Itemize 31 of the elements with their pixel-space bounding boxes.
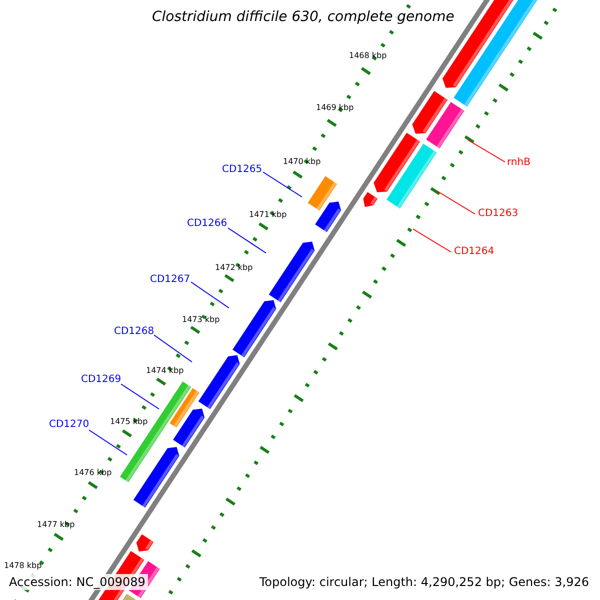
gene-label: CD1263 (478, 209, 518, 219)
gene-label: CD1270 (49, 420, 90, 430)
leader-line (412, 228, 452, 252)
leader-line (154, 334, 192, 362)
accession-text: Accession: NC_009089 (6, 574, 148, 590)
gene-label: CD1264 (454, 247, 494, 257)
leader-line (262, 172, 302, 198)
leader-line (436, 190, 476, 214)
map-title: Clostridium difficile 630, complete genome (152, 10, 454, 24)
leader-line (468, 140, 506, 162)
gene-label: CD1267 (150, 275, 190, 285)
gene-label: CD1268 (114, 327, 154, 337)
scale-tick-label: 1475 kbp (110, 418, 148, 426)
scale-tick-label: 1470 kbp (283, 158, 321, 166)
scale-tick-label: 1473 kbp (182, 316, 220, 324)
scale-tick-label: 1474 kbp (146, 367, 184, 375)
gene-label: rnhB (507, 158, 530, 168)
gene-label: CD1265 (222, 165, 262, 175)
scale-tick-label: 1471 kbp (249, 211, 287, 219)
scale-tick-label: 1476 kbp (74, 469, 112, 477)
gene-label: CD1266 (187, 219, 228, 229)
scale-tick-label: 1478 kbp (4, 562, 42, 570)
leader-line (190, 282, 230, 308)
scale-tick-label: 1477 kbp (37, 521, 75, 529)
leader-line (228, 228, 266, 254)
leader-line (88, 430, 128, 456)
gene-label: CD1269 (81, 375, 122, 385)
scale-tick-label: 1468 kbp (349, 52, 387, 60)
scale-tick-label: 1469 kbp (316, 104, 354, 112)
scale-tick-label: 1472 kbp (215, 264, 253, 272)
leader-line (120, 384, 160, 410)
